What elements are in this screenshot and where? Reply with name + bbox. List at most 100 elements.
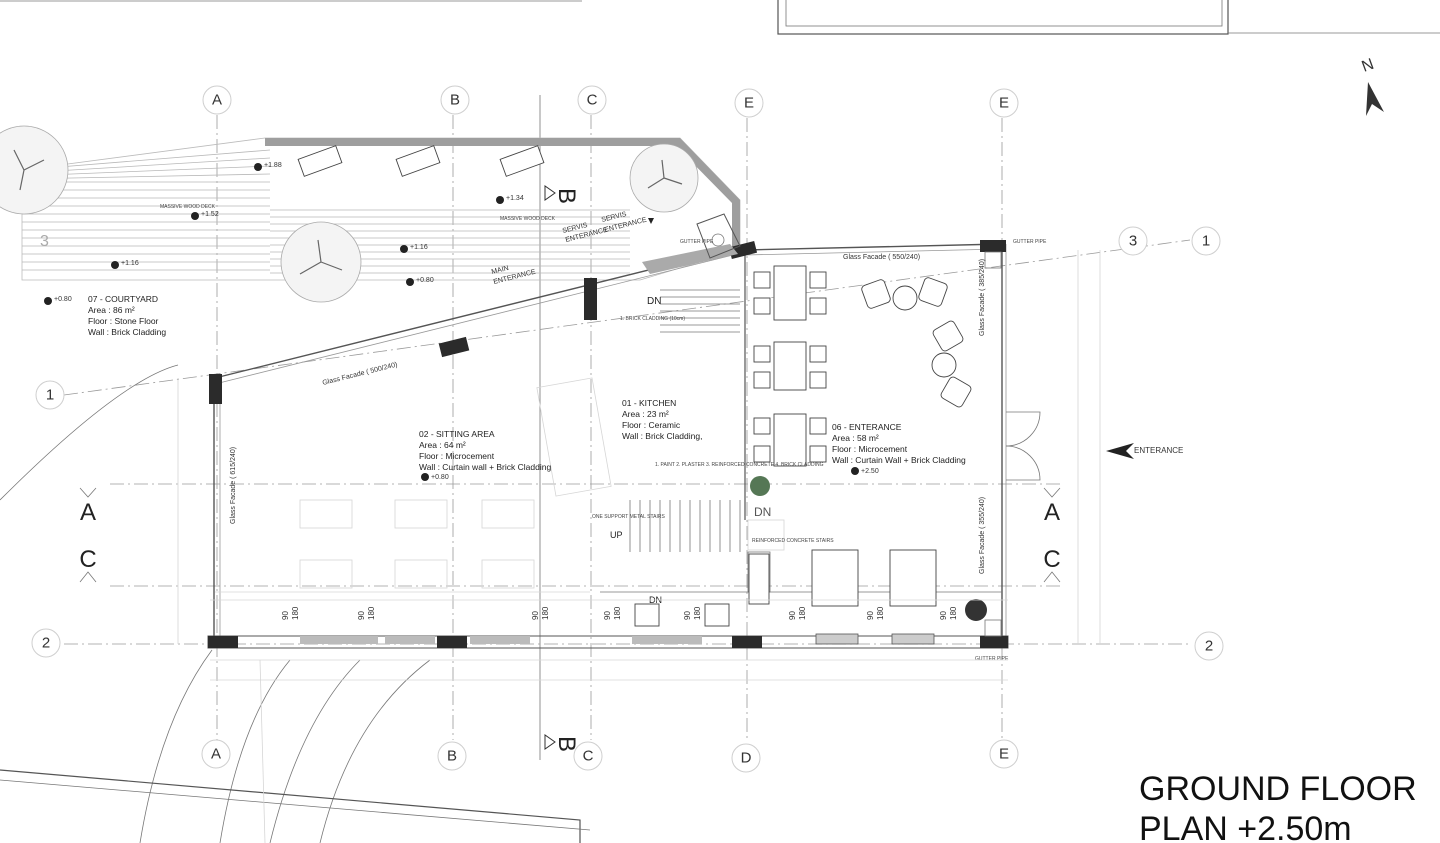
gutter-label: GUTTER PIPE [975,656,1009,662]
sheet-frame [0,0,1440,35]
section-b-markers: B B [544,185,580,752]
room-level: +0.80 [431,474,449,481]
stairs-note: REINFORCED CONCRETE STAIRS [752,538,834,544]
room-floor: Floor : Stone Floor [88,316,159,326]
dim-value: 90 [939,611,948,620]
grid-label: B [447,748,457,765]
deck-label: MASSIVE WOOD DECK [500,216,556,222]
room-level: +2.50 [861,468,879,475]
grid-label: C [583,748,594,765]
deck-loungers [297,145,545,177]
gutter-label: GUTTER PIPE [1013,239,1047,245]
grid-label: 2 [42,635,50,652]
dim-value: 90 [866,611,875,620]
north-arrow: N [1360,56,1384,116]
grid-label: E [999,746,1009,763]
room-name: 02 - SITTING AREA [419,429,495,439]
room-kitchen: 01 - KITCHEN Area : 23 m² Floor : Cerami… [622,398,702,441]
plaster-note: 1. PAINT 2. PLASTER 3. REINFORCED CONCRE… [655,462,824,468]
dim-value: 90 [603,611,612,620]
dim-value: 180 [367,606,376,620]
dim-value: 180 [876,606,885,620]
room-area: Area : 58 m² [832,433,879,443]
grid-bubbles-bottom: A B C D E [201,739,1019,773]
room-wall: Wall : Curtain Wall + Brick Cladding [832,455,966,465]
dim-value: 90 [683,611,692,620]
facade-label: Glass Facade ( 615/240) [230,447,237,524]
brick-note: 1. BRICK CLADDING (10cm) [620,316,685,322]
facade-label: Glass Facade ( 355/240) [979,497,986,574]
grid-label: D [741,750,752,767]
room-wall: Wall : Curtain wall + Brick Cladding [419,462,551,472]
facade-label: Glass Facade ( 550/240) [843,254,920,261]
section-c-right: C [1043,546,1060,573]
entrance-arrow: ENTERANCE [1106,443,1183,459]
facade-label: Glass Facade ( 385/240) [979,259,986,336]
section-a-left: A [80,499,96,526]
dn-label: DN [647,296,661,307]
room-name: 07 - COURTYARD [88,294,158,304]
dim-value: 90 [531,611,540,620]
entrance-arrow-label: ENTERANCE [1134,446,1183,455]
dim-value: 180 [291,606,300,620]
stairs [536,289,785,593]
plants [750,476,987,621]
title-line-1: GROUND FLOOR [1139,770,1417,808]
drawing-title: GROUND FLOOR PLAN +2.50m [1139,770,1417,843]
grid-bubbles-top: A B C E E [202,85,1019,118]
sitting-furniture [299,499,730,627]
grid-label: 2 [1205,638,1213,655]
level-value: +1.52 [201,211,219,218]
columns [208,240,1008,648]
dim-value: 90 [357,611,366,620]
dim-value: 180 [541,606,550,620]
grid-label: E [744,95,754,112]
level-value: +1.16 [410,244,428,251]
grid-label: E [999,95,1009,112]
window-dims: 90 180 90 180 90 180 90 180 90 180 90 18… [281,606,958,620]
wood-deck: 3 MASSIVE WOOD DECK MASSIVE WOOD DECK [21,137,741,281]
section-a-right: A [1044,499,1060,526]
room-area: Area : 86 m² [88,305,135,315]
grid-label: 3 [1129,233,1137,250]
room-name: 01 - KITCHEN [622,398,676,408]
level-markers: +1.88 +1.52 +1.34 +1.16 +1.16 +0.80 [111,162,524,286]
north-label: N [1360,56,1377,76]
dimension-lines [177,250,1101,681]
room-entrance: 06 - ENTERANCE Area : 58 m² Floor : Micr… [832,422,966,475]
room-wall: Wall : Brick Cladding, [622,431,702,441]
grid-label: 1 [46,387,54,404]
facade-label: Glass Facade ( 500/240) [322,362,398,387]
room-level: +0.80 [54,296,72,303]
section-b-bottom: B [553,736,580,752]
grid-label: A [212,92,222,109]
section-ac-markers: A C A C [79,487,1061,583]
room-sitting: 02 - SITTING AREA Area : 64 m² Floor : M… [419,429,551,481]
grid-label: C [587,92,598,109]
room-floor: Floor : Microcement [832,444,908,454]
level-value: +1.16 [121,260,139,267]
section-c-left: C [79,546,96,573]
dim-value: 180 [613,606,622,620]
service-room [642,213,1002,637]
dim-value: 180 [798,606,807,620]
deck-number: 3 [40,233,49,250]
dim-value: 90 [788,611,797,620]
grid-label: A [211,746,221,763]
dn-label: DN [754,505,771,519]
level-value: +0.80 [416,277,434,284]
dim-value: 180 [693,606,702,620]
landscape-curves [0,364,591,843]
entrance-furniture [748,265,1041,607]
dim-value: 180 [949,606,958,620]
deck-label: MASSIVE WOOD DECK [160,204,216,210]
room-wall: Wall : Brick Cladding [88,327,166,337]
metal-stairs-note: ONE SUPPORT METAL STAIRS [592,514,665,520]
grid-bubbles-side: 1 2 3 1 2 [31,226,1224,661]
up-label: UP [610,530,623,540]
grid-label: B [450,92,460,109]
dim-value: 90 [281,611,290,620]
grid-label: 1 [1202,233,1210,250]
room-floor: Floor : Microcement [419,451,495,461]
